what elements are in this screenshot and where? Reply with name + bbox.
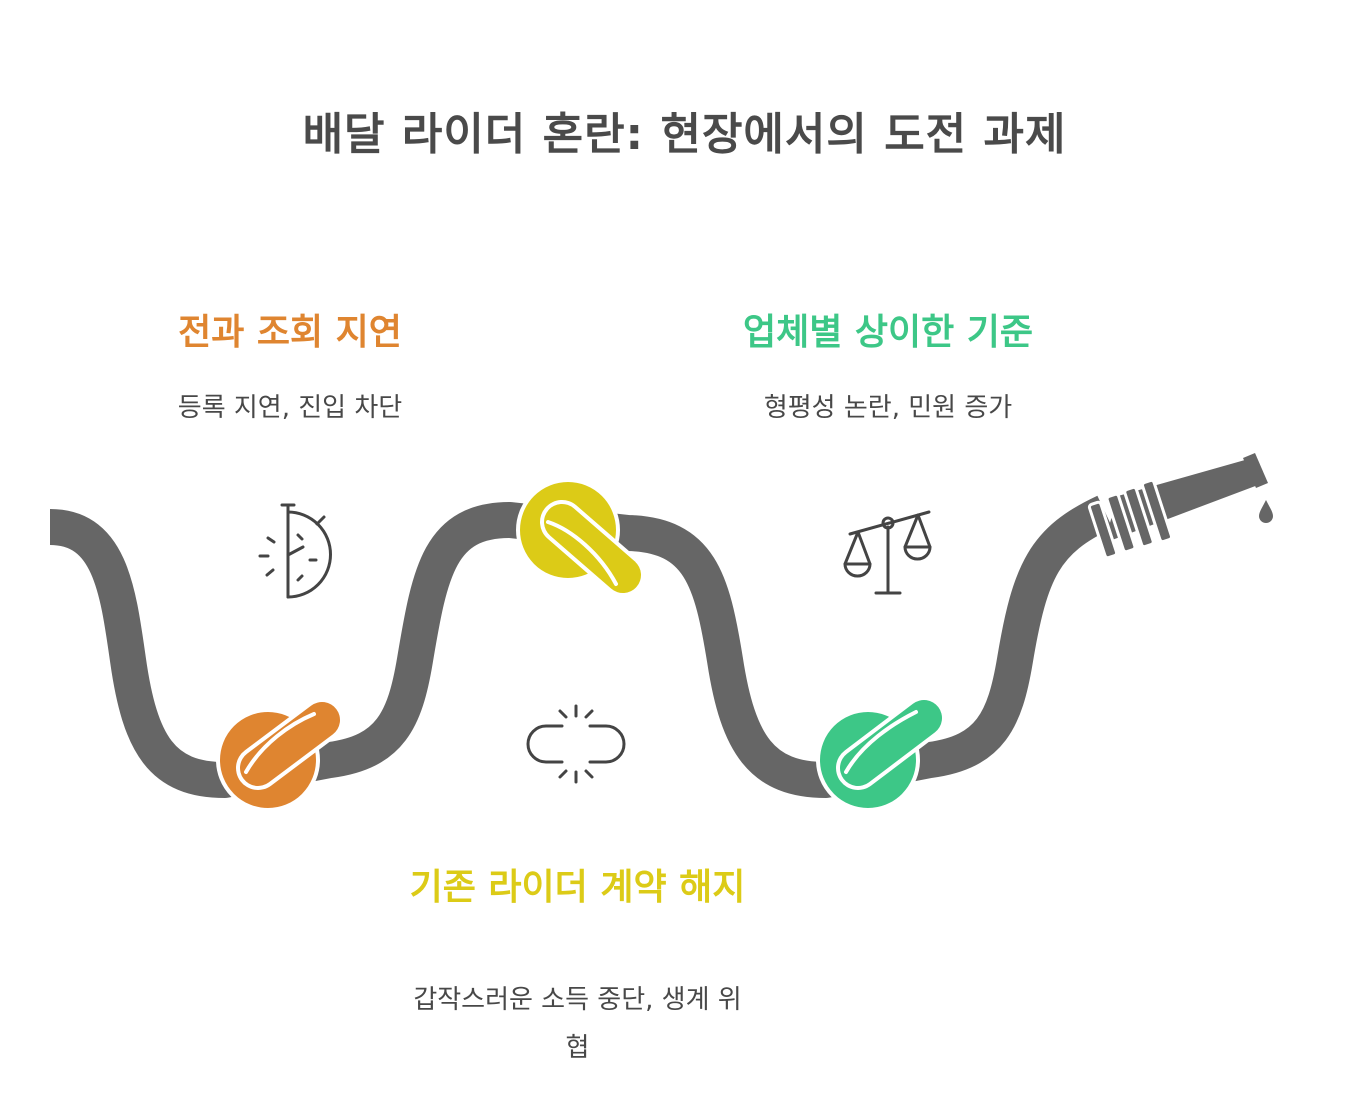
desc-record-check-delay: 등록 지연, 진입 차단 <box>177 393 403 423</box>
stopwatch-icon <box>258 503 332 599</box>
knot-yellow <box>516 478 645 597</box>
nozzle <box>1087 453 1273 560</box>
heading-inconsistent-standards: 업체별 상이한 기준 <box>742 312 1034 353</box>
broken-link-icon <box>526 704 626 784</box>
balance-scale-icon <box>843 510 932 595</box>
desc-contract-termination: 갑작스러운 소득 중단, 생계 위협 <box>413 985 742 1063</box>
desc-inconsistent-standards: 형평성 논란, 민원 증가 <box>763 393 1013 423</box>
knot-green <box>816 696 946 812</box>
heading-contract-termination: 기존 라이더 계약 해지 <box>409 867 746 908</box>
page-title: 배달 라이더 혼란: 현장에서의 도전 과제 <box>302 109 1067 160</box>
heading-record-check-delay: 전과 조회 지연 <box>178 312 402 353</box>
knot-orange <box>216 698 344 812</box>
drip-icon <box>1259 500 1273 523</box>
